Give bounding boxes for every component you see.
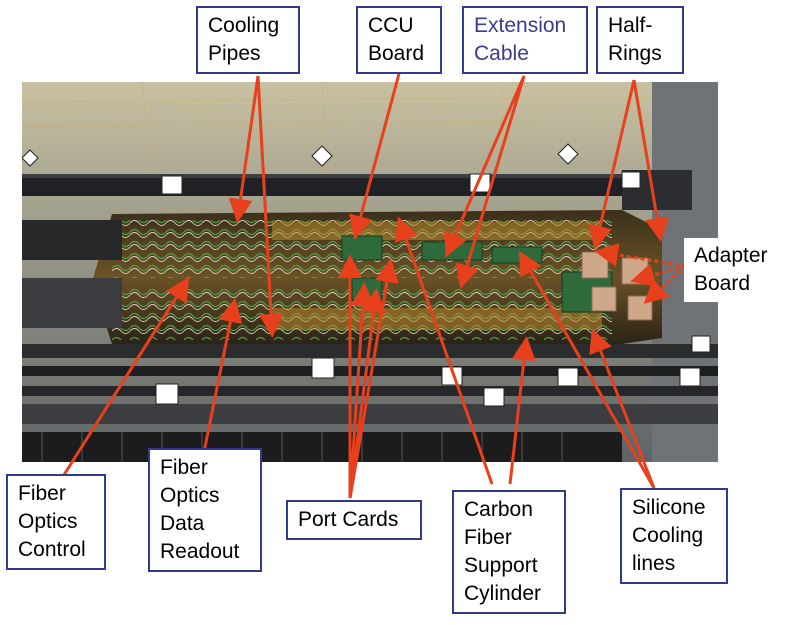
label-ccu-board-text: CCU Board xyxy=(368,14,425,65)
label-silicone-cooling-lines-text: Silicone Cooling lines xyxy=(632,496,706,575)
label-port-cards: Port Cards xyxy=(286,500,422,540)
label-carbon-fiber-support-cylinder-text: Carbon Fiber Support Cylinder xyxy=(464,498,542,605)
label-ccu-board: CCU Board xyxy=(356,6,442,74)
label-fiber-optics-data-readout-text: Fiber Optics Data Readout xyxy=(160,456,240,563)
label-adapter-board-text: Adapter Board xyxy=(694,244,768,295)
detector-photo xyxy=(22,82,718,462)
label-fiber-optics-data-readout: Fiber Optics Data Readout xyxy=(148,448,262,572)
label-silicone-cooling-lines: Silicone Cooling lines xyxy=(620,488,728,584)
label-fiber-optics-control: Fiber Optics Control xyxy=(6,474,106,570)
label-extension-cable-text: Extension Cable xyxy=(474,14,567,65)
label-half-rings-text: Half- Rings xyxy=(608,14,662,65)
label-adapter-board: Adapter Board xyxy=(684,238,792,302)
label-half-rings: Half- Rings xyxy=(596,6,684,74)
label-extension-cable: Extension Cable xyxy=(462,6,588,74)
label-port-cards-text: Port Cards xyxy=(298,508,399,531)
label-cooling-pipes: Cooling Pipes xyxy=(196,6,300,74)
label-fiber-optics-control-text: Fiber Optics Control xyxy=(18,482,86,561)
detector-photo-illustration xyxy=(22,82,718,462)
label-cooling-pipes-text: Cooling Pipes xyxy=(208,14,280,65)
label-carbon-fiber-support-cylinder: Carbon Fiber Support Cylinder xyxy=(452,490,566,614)
